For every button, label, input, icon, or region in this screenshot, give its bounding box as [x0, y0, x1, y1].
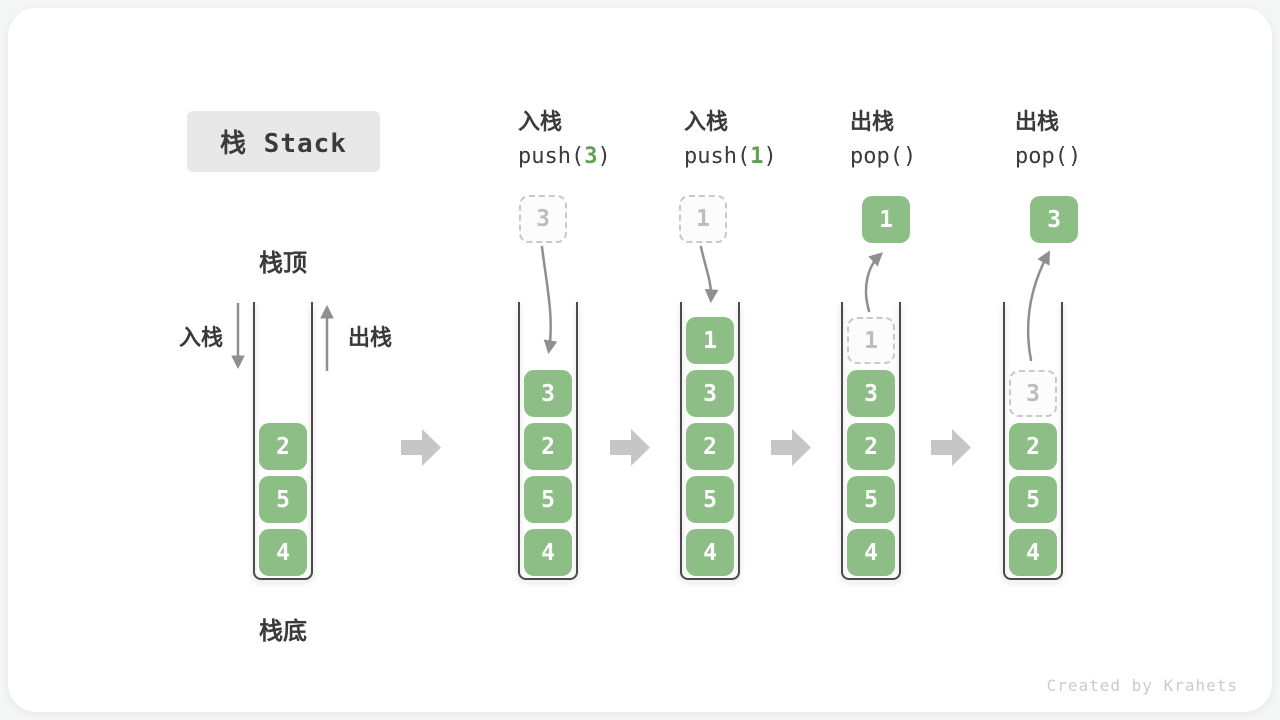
stack-cell: 5	[686, 476, 734, 523]
stack-top-label: 栈顶	[259, 250, 307, 277]
ghost-cell: 1	[847, 317, 895, 364]
incoming-cell: 1	[679, 195, 727, 243]
popped-cell: 1	[862, 196, 910, 243]
op-code-label: push(3)	[518, 144, 611, 169]
stack-well-3	[680, 302, 740, 580]
stack-cell: 2	[1009, 423, 1057, 470]
stack-cell: 4	[259, 529, 307, 576]
stack-well-1	[253, 302, 313, 580]
op-column-pop1: 出栈 pop()	[850, 108, 1010, 171]
stack-cell: 5	[259, 476, 307, 523]
stack-cell: 5	[847, 476, 895, 523]
op-code-label: pop()	[850, 144, 917, 169]
op-column-push3: 入栈 push(3)	[518, 108, 678, 171]
stack-well-5	[1003, 302, 1063, 580]
op-code-arg: 3	[584, 144, 598, 169]
ghost-cell: 3	[1009, 370, 1057, 417]
watermark: Created by Krahets	[1046, 676, 1238, 695]
pop-label: 出栈	[347, 325, 392, 350]
stack-cell: 2	[259, 423, 307, 470]
op-name-label: 入栈	[684, 109, 729, 134]
stack-cell: 4	[847, 529, 895, 576]
popped-cell: 3	[1030, 196, 1078, 243]
op-code-label: pop()	[1015, 144, 1082, 169]
stack-cell: 2	[524, 423, 572, 470]
stack-well-2	[518, 302, 578, 580]
push-label: 入栈	[178, 325, 223, 350]
stack-cell: 3	[524, 370, 572, 417]
op-column-pop2: 出栈 pop()	[1015, 108, 1175, 171]
title-badge: 栈 Stack	[187, 111, 380, 172]
stack-well-4	[841, 302, 901, 580]
op-code-arg: 1	[750, 144, 764, 169]
stack-cell: 4	[686, 529, 734, 576]
stack-cell: 3	[847, 370, 895, 417]
stack-cell: 5	[524, 476, 572, 523]
stack-cell: 1	[686, 317, 734, 364]
op-name-label: 出栈	[850, 109, 895, 134]
stack-cell: 2	[847, 423, 895, 470]
stack-bottom-label: 栈底	[259, 618, 307, 645]
stack-cell: 3	[686, 370, 734, 417]
op-column-push1: 入栈 push(1)	[684, 108, 844, 171]
op-code-label: push(1)	[684, 144, 777, 169]
stack-cell: 4	[1009, 529, 1057, 576]
incoming-cell: 3	[519, 195, 567, 243]
stack-cell: 4	[524, 529, 572, 576]
op-name-label: 出栈	[1015, 109, 1060, 134]
stack-cell: 5	[1009, 476, 1057, 523]
stack-cell: 2	[686, 423, 734, 470]
op-name-label: 入栈	[518, 109, 563, 134]
